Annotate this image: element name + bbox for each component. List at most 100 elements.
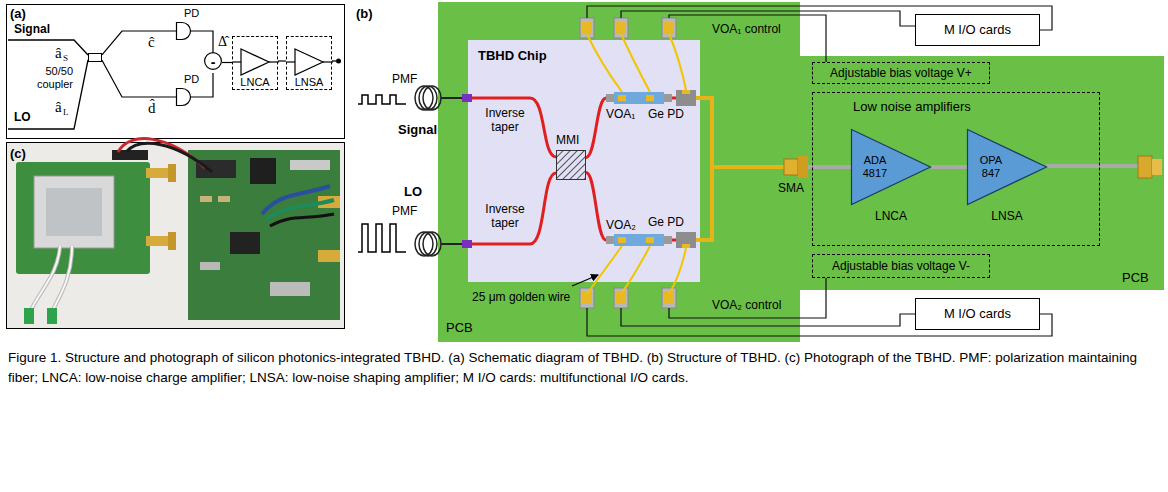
fiber-coil	[419, 86, 437, 110]
part-name: Inverse taper	[480, 202, 530, 230]
mmi-hatched-block	[557, 151, 586, 180]
amplifier: OPA 847LNSA	[967, 129, 1047, 205]
fiber-coupler	[462, 94, 472, 102]
photo-wire	[262, 186, 330, 214]
output-trace	[1046, 164, 1138, 168]
photodiode-symbol	[177, 23, 191, 40]
connector	[191, 31, 213, 52]
photonic-chip: TBHD ChipMMIVOA₁Ge PDVOA₂Ge PD	[468, 40, 700, 282]
signal-line	[269, 61, 279, 62]
voa-electrode	[618, 237, 626, 243]
photonic-chip-fill	[468, 40, 700, 282]
amplifier-triangle	[295, 49, 323, 75]
component-name: PD	[184, 7, 199, 20]
input-name: LO	[404, 184, 422, 200]
panel-label: (b)	[356, 6, 373, 22]
photo-fiber-connector	[47, 308, 57, 324]
photo-wire	[118, 139, 205, 168]
voa-body	[614, 92, 664, 104]
sma-body	[784, 159, 798, 175]
connector	[586, 98, 606, 158]
photo-frame	[7, 143, 345, 329]
fiber-coil	[415, 86, 433, 110]
component-name: 50/50 coupler	[29, 65, 73, 91]
bond-pad-gold	[664, 22, 674, 34]
lo-pulses	[358, 224, 406, 252]
photo-component	[200, 262, 220, 270]
photo-sma	[318, 250, 340, 262]
gold-bond-wire	[669, 34, 686, 90]
amplifier-triangle	[852, 130, 931, 205]
amplifier: ADA 4817LNCA	[851, 129, 931, 205]
group-title: Low noise amplifiers	[853, 99, 971, 115]
connector	[586, 173, 606, 241]
operator-symbol: â	[55, 44, 62, 62]
bias-voltage-box: Adjustable bias voltage V-	[812, 254, 990, 278]
pcb-board-fill	[438, 2, 800, 342]
voa-electrode	[646, 237, 654, 243]
component-name: Adjustable bias voltage V-	[832, 259, 970, 273]
coupler-box: 50/50 coupler	[88, 53, 102, 62]
voa-end	[606, 94, 614, 102]
component-name: LNCA	[240, 76, 269, 89]
component-name: SMA	[778, 181, 804, 195]
dimension-note: 25 μm golden wire	[472, 290, 570, 304]
voa-shape	[606, 92, 672, 104]
operator-symbol: d̂	[148, 99, 156, 117]
sma-flange	[798, 156, 808, 178]
component-name: VOA₁	[606, 107, 635, 121]
connector	[696, 167, 784, 240]
fiber-coil	[419, 232, 437, 256]
bond-pad	[662, 288, 676, 308]
fiber-coil	[423, 86, 441, 110]
fiber	[441, 97, 464, 99]
gold-bond-wire	[621, 34, 650, 92]
gold-bond-wire	[587, 246, 622, 294]
photodiode: PD	[176, 22, 191, 40]
component-name: MMI	[556, 133, 579, 147]
amplifier-triangle	[968, 130, 1047, 205]
signal-name: VOA₁ control	[712, 22, 781, 36]
component-name: LNSA	[295, 76, 324, 89]
component-name: Adjustable bias voltage V+	[830, 66, 972, 80]
photo-fiber	[52, 246, 72, 312]
photo-sma	[146, 168, 170, 178]
component-name: M I/O cards	[944, 22, 1011, 38]
fiber-coupler	[462, 240, 472, 248]
component-name: Ge PD	[648, 215, 684, 229]
gold-bond-wire	[621, 246, 650, 294]
part-number: ADA 4817	[855, 154, 895, 180]
mmi-coupler: MMI	[556, 150, 586, 180]
signal-line	[233, 61, 241, 62]
voa-end	[606, 236, 614, 244]
signal-line	[287, 61, 295, 62]
photo-chip-board	[16, 162, 150, 274]
photo-component	[218, 196, 230, 202]
ge-photodiode-shape	[676, 232, 696, 248]
panel-label: (a)	[10, 6, 26, 22]
fiber-name: PMF	[392, 204, 417, 218]
pcb-board: PCBAdjustable bias voltage V+Low noise a…	[800, 56, 1164, 290]
panel-frame	[7, 5, 345, 139]
amplifier-block: LNSA	[286, 36, 332, 90]
part-number: OPA 847	[971, 154, 1011, 180]
voa-body	[614, 234, 664, 246]
photo-component	[290, 160, 330, 170]
voa: VOA₂	[606, 234, 672, 246]
io-card-box: M I/O cards	[915, 14, 1040, 46]
component-name: LNCA	[875, 209, 907, 223]
operator-subscript: S	[63, 53, 68, 64]
fiber	[441, 243, 464, 245]
sma-connector: SMA	[784, 156, 808, 178]
component-name: VOA₂	[606, 218, 636, 232]
gold-bond-wire	[587, 34, 622, 92]
output-sma	[1138, 156, 1152, 178]
connector	[696, 98, 784, 167]
part-name: Inverse taper	[480, 106, 530, 134]
panel-label: (c)	[10, 146, 26, 162]
operator-symbol: -	[211, 54, 216, 71]
operator-symbol: â	[55, 98, 62, 116]
